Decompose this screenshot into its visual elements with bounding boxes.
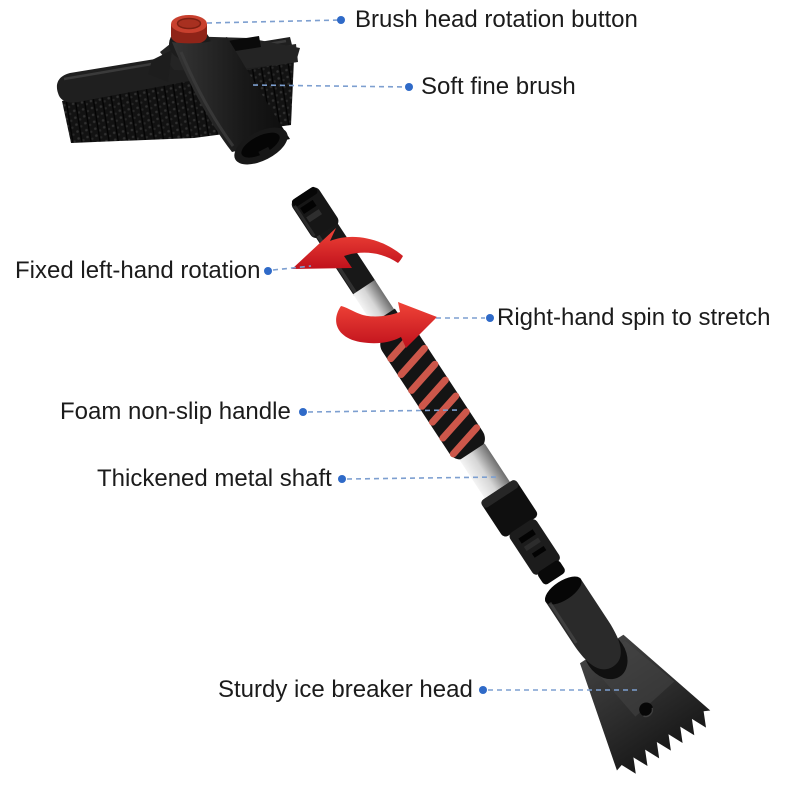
callout-dot-6 [338, 475, 346, 483]
twist-lock-segment [353, 279, 396, 326]
callout-label-fixed-left-hand-rotation: Fixed left-hand rotation [15, 257, 261, 284]
label-slot [227, 36, 261, 52]
bottom-connector [509, 519, 565, 585]
callout-line-6 [346, 476, 500, 480]
blade-hole [639, 702, 654, 717]
callout-line-1 [206, 19, 342, 24]
callout-dot-2 [405, 83, 413, 91]
socket-highlight [548, 602, 578, 644]
callout-label-thickened-metal-shaft: Thickened metal shaft [97, 465, 332, 492]
tube-highlight [179, 51, 235, 147]
handle-socket-opening [234, 127, 288, 165]
callout-label-sturdy-ice-breaker-head: Sturdy ice breaker head [218, 676, 473, 703]
rotation-arrow-left-icon [292, 228, 403, 269]
ice-breaker-head [544, 576, 711, 774]
brush-handle-tube [172, 37, 290, 152]
callouts-overlay [206, 19, 641, 691]
callout-dot-7 [479, 686, 487, 694]
scraper-socket-opening [544, 576, 582, 605]
blade-hole-highlight [643, 707, 654, 718]
brush-head-rotation-button [171, 15, 207, 45]
callout-label-foam-non-slip-handle: Foam non-slip handle [60, 398, 291, 425]
callout-line-5 [307, 409, 459, 413]
callout-label-soft-fine-brush: Soft fine brush [421, 73, 576, 100]
callout-dot-1 [337, 16, 345, 24]
mount-arm [148, 50, 172, 82]
callout-line-2 [252, 84, 410, 88]
rotation-arrow-right-icon [336, 302, 437, 348]
shaft-collar [481, 480, 538, 537]
pole-connector [291, 186, 339, 238]
callout-line-3 [272, 265, 312, 271]
brush-head [56, 15, 300, 165]
callout-dots [264, 16, 494, 694]
callout-label-brush-head-rotation-button: Brush head rotation button [355, 6, 638, 33]
foam-handle [380, 323, 485, 460]
callout-dot-4 [486, 314, 494, 322]
callout-dot-5 [299, 408, 307, 416]
callout-label-right-hand-spin-to-stretch: Right-hand spin to stretch [497, 304, 771, 331]
callout-dot-3 [264, 267, 272, 275]
metal-shaft [459, 443, 512, 501]
